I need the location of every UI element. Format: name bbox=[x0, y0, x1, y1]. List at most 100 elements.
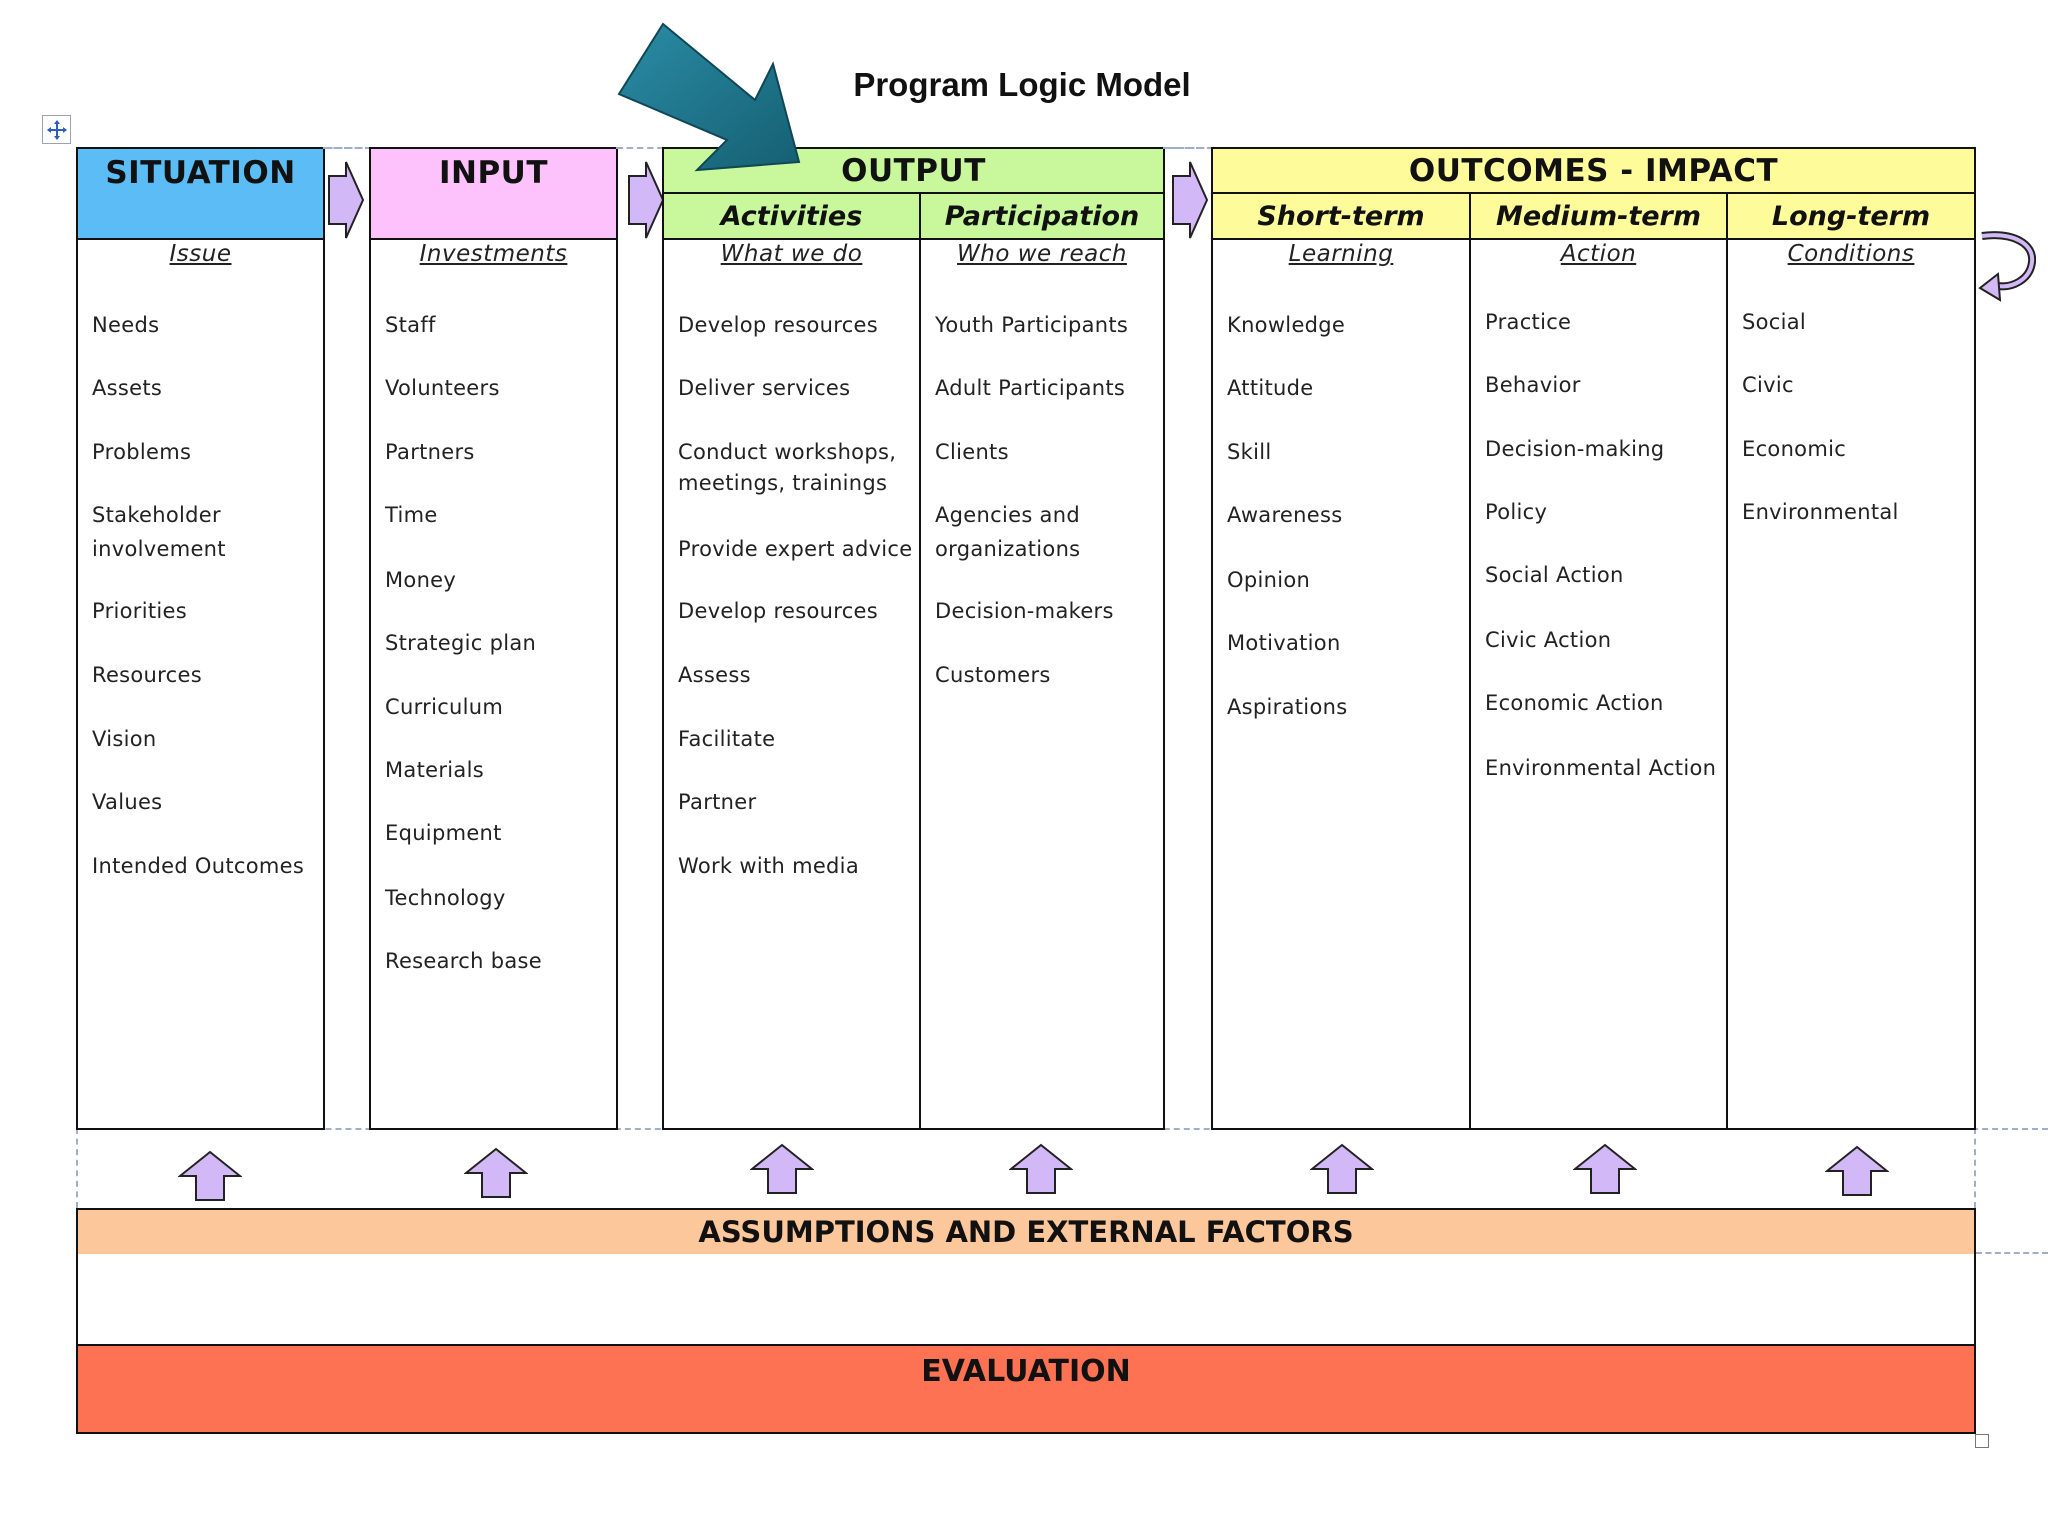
list-item: Economic bbox=[1742, 433, 1846, 466]
table-resize-handle[interactable] bbox=[1975, 1434, 1989, 1448]
list-item: Policy bbox=[1485, 496, 1547, 529]
list-item: Provide expert advice bbox=[678, 533, 913, 566]
list-item: Practice bbox=[1485, 306, 1571, 339]
list-item: meetings, trainings bbox=[678, 467, 887, 500]
medium-term-category: Action bbox=[1471, 241, 1726, 267]
long-term-subheader: Long-term bbox=[1726, 192, 1976, 240]
up-arrow-icon bbox=[1825, 1145, 1889, 1201]
list-item: Conduct workshops, bbox=[678, 436, 896, 469]
list-item: Motivation bbox=[1227, 627, 1341, 660]
assumptions-bar: ASSUMPTIONS AND EXTERNAL FACTORS bbox=[76, 1208, 1976, 1256]
up-arrow-icon bbox=[464, 1147, 528, 1203]
list-item: Strategic plan bbox=[385, 627, 536, 660]
short-term-subheader: Short-term bbox=[1211, 192, 1471, 240]
up-arrow-icon bbox=[1310, 1143, 1374, 1199]
list-item: Decision-making bbox=[1485, 433, 1664, 466]
callout-arrow-icon bbox=[615, 22, 815, 196]
list-item: Partner bbox=[678, 786, 756, 819]
list-item: Customers bbox=[935, 659, 1051, 692]
input-header: INPUT bbox=[369, 147, 618, 240]
list-item: Curriculum bbox=[385, 691, 503, 724]
list-item: Environmental Action bbox=[1485, 752, 1716, 785]
feedback-loop-arrow-icon bbox=[1976, 228, 2036, 307]
list-item: Social bbox=[1742, 306, 1806, 339]
list-item: Priorities bbox=[92, 595, 187, 628]
list-item: Intended Outcomes bbox=[92, 850, 304, 883]
up-arrow-icon bbox=[178, 1150, 242, 1206]
list-item: Awareness bbox=[1227, 499, 1342, 532]
assumptions-content-row bbox=[76, 1254, 1976, 1346]
long-term-category: Conditions bbox=[1728, 241, 1974, 267]
list-item: Money bbox=[385, 564, 456, 597]
up-arrow-icon bbox=[750, 1143, 814, 1199]
evaluation-bar: EVALUATION bbox=[76, 1344, 1976, 1434]
list-item: Skill bbox=[1227, 436, 1272, 469]
list-item: Adult Participants bbox=[935, 372, 1125, 405]
list-item: Needs bbox=[92, 309, 159, 342]
outcomes-long-column: Conditions Social Civic Economic Environ… bbox=[1726, 147, 1976, 1130]
list-item: Assets bbox=[92, 372, 162, 405]
flow-right-arrow-icon bbox=[1170, 160, 1210, 244]
outcomes-medium-column: Action Practice Behavior Decision-making… bbox=[1469, 147, 1728, 1130]
activities-category: What we do bbox=[664, 241, 919, 267]
input-category: Investments bbox=[371, 241, 616, 267]
list-item: Time bbox=[385, 499, 438, 532]
list-item: involvement bbox=[92, 533, 226, 566]
connector-cell bbox=[323, 147, 371, 1130]
list-item: Opinion bbox=[1227, 564, 1310, 597]
list-item: Values bbox=[92, 786, 162, 819]
list-item: Resources bbox=[92, 659, 202, 692]
list-item: Staff bbox=[385, 309, 436, 342]
list-item: Knowledge bbox=[1227, 309, 1345, 342]
gridline-right-lower bbox=[1974, 1128, 1976, 1208]
outcomes-header: OUTCOMES - IMPACT bbox=[1211, 147, 1976, 194]
list-item: Equipment bbox=[385, 817, 502, 850]
gridline-right-ext bbox=[1976, 1252, 2048, 1254]
connector-cell bbox=[1163, 147, 1213, 1130]
up-arrow-icon bbox=[1573, 1143, 1637, 1199]
list-item: Assess bbox=[678, 659, 751, 692]
diagram-title: Program Logic Model bbox=[0, 66, 2048, 104]
list-item: Work with media bbox=[678, 850, 859, 883]
situation-column: SITUATION Issue Needs Assets Problems St… bbox=[76, 147, 325, 1130]
list-item: Deliver services bbox=[678, 372, 850, 405]
medium-term-subheader: Medium-term bbox=[1469, 192, 1728, 240]
list-item: Clients bbox=[935, 436, 1009, 469]
list-item: Youth Participants bbox=[935, 309, 1128, 342]
list-item: Materials bbox=[385, 754, 484, 787]
list-item: organizations bbox=[935, 533, 1080, 566]
list-item: Economic Action bbox=[1485, 687, 1664, 720]
list-item: Technology bbox=[385, 882, 506, 915]
list-item: Agencies and bbox=[935, 499, 1080, 532]
gridline-left-lower bbox=[76, 1128, 78, 1208]
list-item: Behavior bbox=[1485, 369, 1581, 402]
list-item: Civic bbox=[1742, 369, 1794, 402]
participation-subheader: Participation bbox=[919, 192, 1165, 240]
list-item: Partners bbox=[385, 436, 475, 469]
list-item: Attitude bbox=[1227, 372, 1314, 405]
list-item: Civic Action bbox=[1485, 624, 1611, 657]
input-column: INPUT Investments Staff Volunteers Partn… bbox=[369, 147, 618, 1130]
connector-cell bbox=[616, 147, 664, 1130]
activities-subheader: Activities bbox=[662, 192, 921, 240]
list-item: Social Action bbox=[1485, 559, 1624, 592]
list-item: Environmental bbox=[1742, 496, 1899, 529]
list-item: Problems bbox=[92, 436, 191, 469]
participation-category: Who we reach bbox=[921, 241, 1163, 267]
list-item: Develop resources bbox=[678, 595, 878, 628]
situation-category: Issue bbox=[78, 241, 323, 267]
table-move-handle-icon[interactable] bbox=[42, 115, 71, 144]
output-activities-column: What we do Develop resources Deliver ser… bbox=[662, 147, 921, 1130]
list-item: Research base bbox=[385, 945, 542, 978]
list-item: Decision-makers bbox=[935, 595, 1114, 628]
list-item: Stakeholder bbox=[92, 499, 221, 532]
flow-right-arrow-icon bbox=[326, 160, 366, 244]
situation-header: SITUATION bbox=[76, 147, 325, 240]
list-item: Aspirations bbox=[1227, 691, 1347, 724]
outcomes-short-column: Learning Knowledge Attitude Skill Awaren… bbox=[1211, 147, 1471, 1130]
output-participation-column: Who we reach Youth Participants Adult Pa… bbox=[919, 147, 1165, 1130]
list-item: Facilitate bbox=[678, 723, 775, 756]
up-arrow-icon bbox=[1009, 1143, 1073, 1199]
short-term-category: Learning bbox=[1213, 241, 1469, 267]
list-item: Vision bbox=[92, 723, 156, 756]
